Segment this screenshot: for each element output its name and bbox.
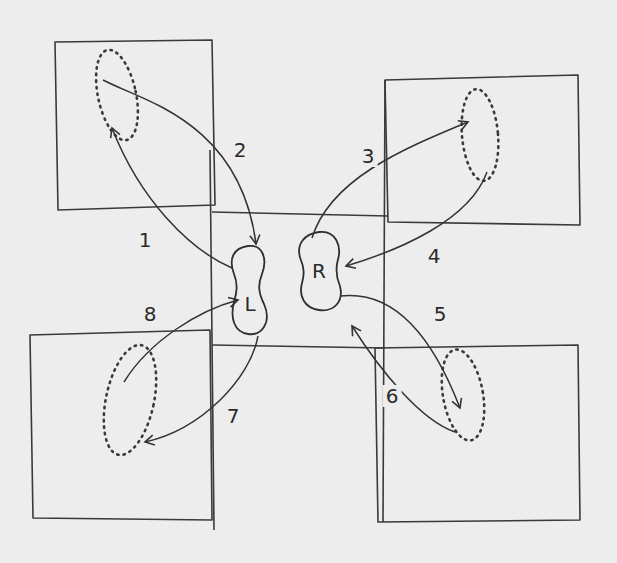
frame-line <box>212 212 388 216</box>
flow-arrow <box>312 122 468 238</box>
frame-line <box>383 80 385 522</box>
blob-region: R <box>296 230 342 312</box>
flow-arrow <box>340 295 460 408</box>
blob-region: L <box>228 244 272 336</box>
flow-arrow <box>346 172 487 266</box>
flow-arrow <box>103 80 256 244</box>
region-letter: L <box>244 294 255 314</box>
dotted-region <box>435 346 490 444</box>
callout-number: 1 <box>136 229 155 251</box>
dotted-region <box>458 88 502 183</box>
callout-number: 6 <box>383 385 402 407</box>
callout-number: 3 <box>359 145 378 167</box>
blob-outline <box>299 232 341 310</box>
callout-number: 2 <box>231 139 250 161</box>
flow-arrow <box>145 336 258 442</box>
flow-arrow <box>112 128 232 268</box>
frame-line <box>210 150 214 530</box>
callout-number: 5 <box>431 303 450 325</box>
corner-square <box>30 330 212 520</box>
corner-square <box>375 345 580 522</box>
callout-number: 7 <box>224 405 243 427</box>
callout-number: 8 <box>141 303 160 325</box>
blob-outline <box>232 246 267 334</box>
region-letter: R <box>312 261 326 281</box>
dotted-region <box>95 340 165 460</box>
flow-arrow <box>124 300 238 382</box>
flow-arrow <box>352 326 455 432</box>
frame-line <box>212 345 385 348</box>
blob-outline <box>228 244 272 336</box>
callout-number: 4 <box>425 245 444 267</box>
corner-square <box>385 75 580 225</box>
